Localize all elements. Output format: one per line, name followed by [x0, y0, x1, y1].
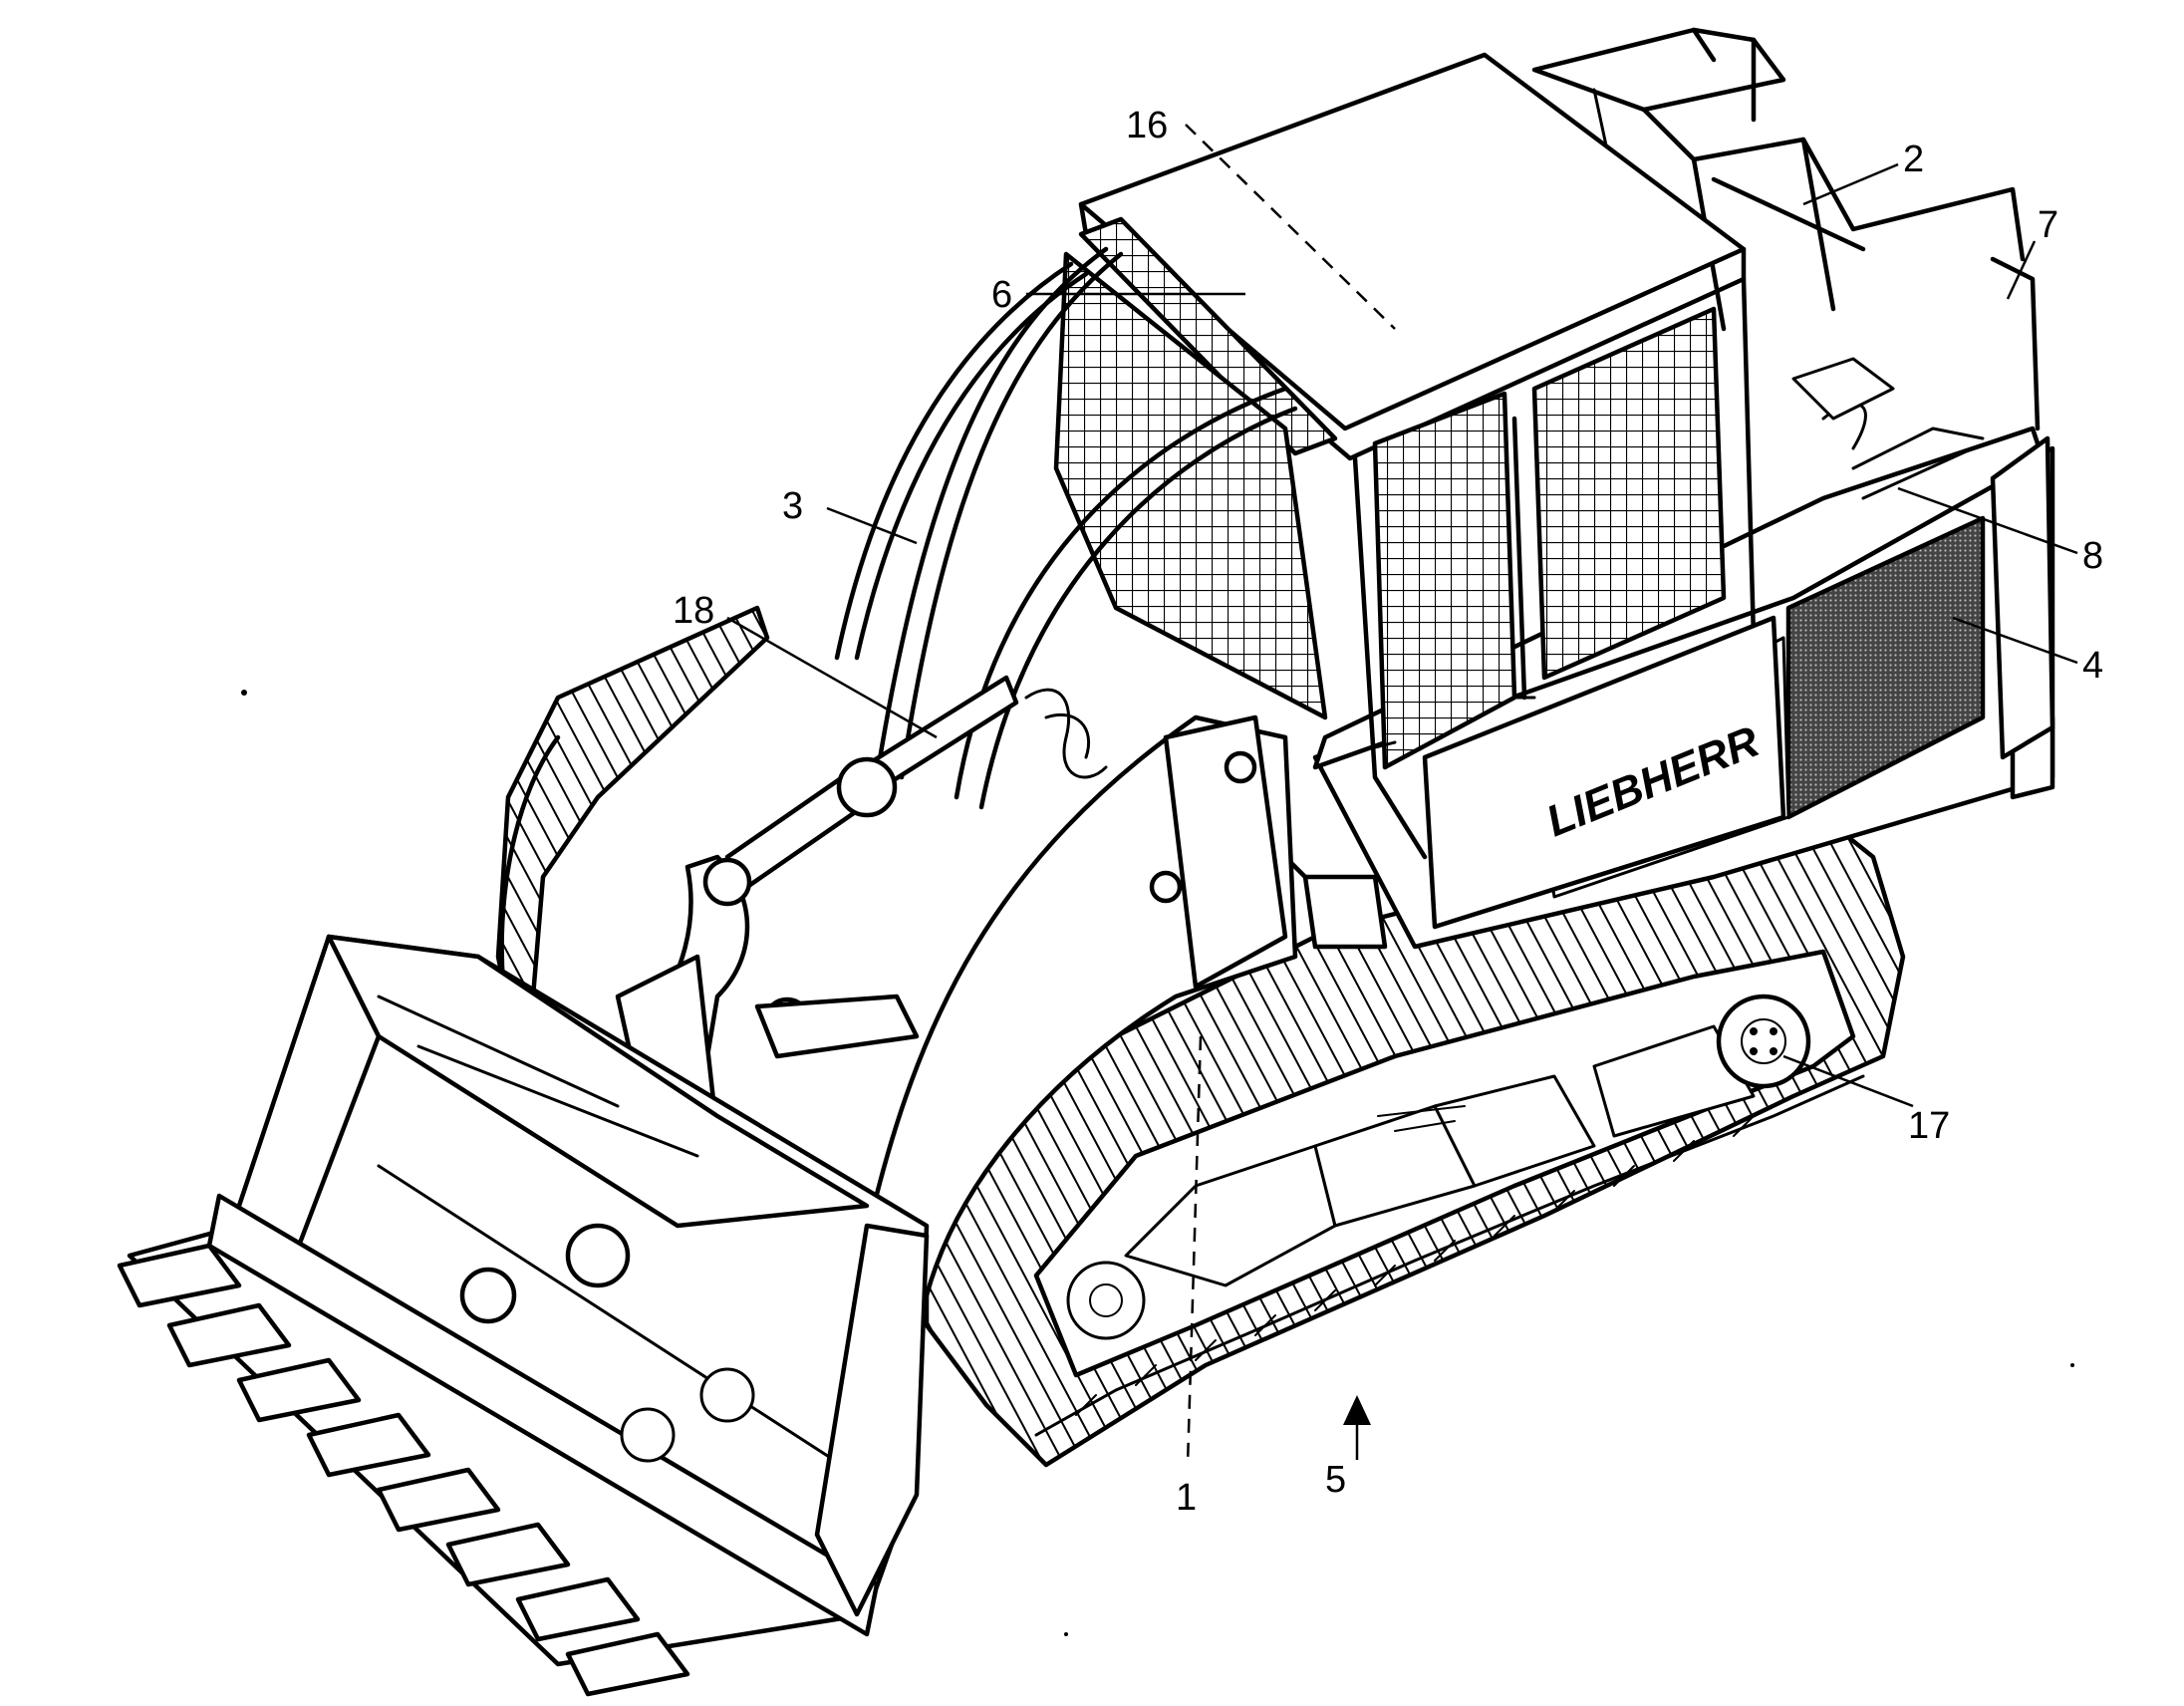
callout-8: 8: [2082, 535, 2103, 577]
radiator-grille: [1785, 515, 1986, 820]
callout-4: 4: [2082, 645, 2103, 687]
callout-2: 2: [1903, 139, 1924, 180]
callout-5: 5: [1325, 1459, 1346, 1501]
callout-18: 18: [673, 590, 714, 632]
callout-6: 6: [991, 274, 1012, 316]
callout-7: 7: [2038, 204, 2058, 246]
callout-16: 16: [1126, 105, 1168, 146]
bucket: [127, 934, 930, 1667]
callout-17: 17: [1908, 1105, 1950, 1147]
bucket-teeth: [117, 1243, 690, 1697]
callout-3: 3: [782, 485, 803, 527]
right-track-assembly: [924, 814, 1906, 1468]
callouts: 16 2 7 6 3 18 8 4 17 1 5: [673, 105, 2103, 1519]
callout-1: 1: [1176, 1477, 1197, 1519]
cab: LIEBHERR: [1053, 52, 1786, 950]
